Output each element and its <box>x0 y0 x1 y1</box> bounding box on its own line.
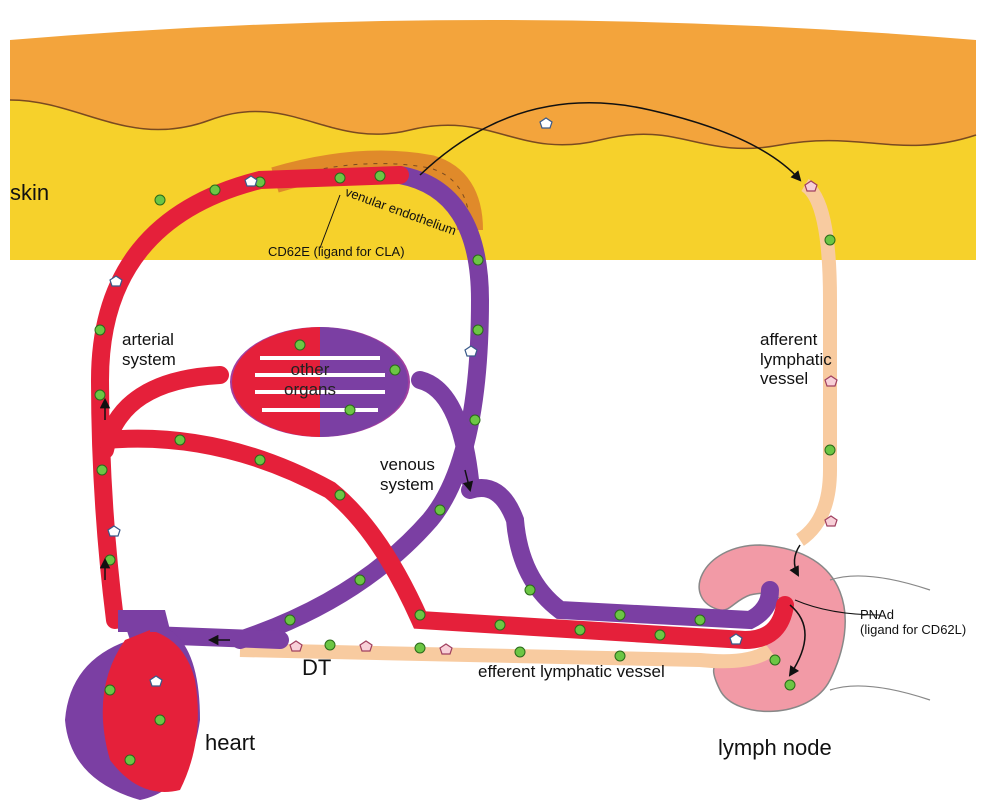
pnad-label: PNAd (ligand for CD62L) <box>860 608 966 638</box>
afferent-lymphatic-vessel-label: afferent lymphatic vessel <box>760 330 832 389</box>
skin-label: skin <box>10 180 49 205</box>
other-organs-label: other organs <box>284 360 336 399</box>
cd62e-label: CD62E (ligand for CLA) <box>268 245 405 260</box>
heart-label: heart <box>205 730 255 755</box>
efferent-lymphatic-vessel-label: efferent lymphatic vessel <box>478 662 665 682</box>
venous-system-label: venous system <box>380 455 435 494</box>
lymph-node-label: lymph node <box>718 735 832 760</box>
dt-label: DT <box>302 655 331 680</box>
arterial-system-label: arterial system <box>122 330 176 369</box>
